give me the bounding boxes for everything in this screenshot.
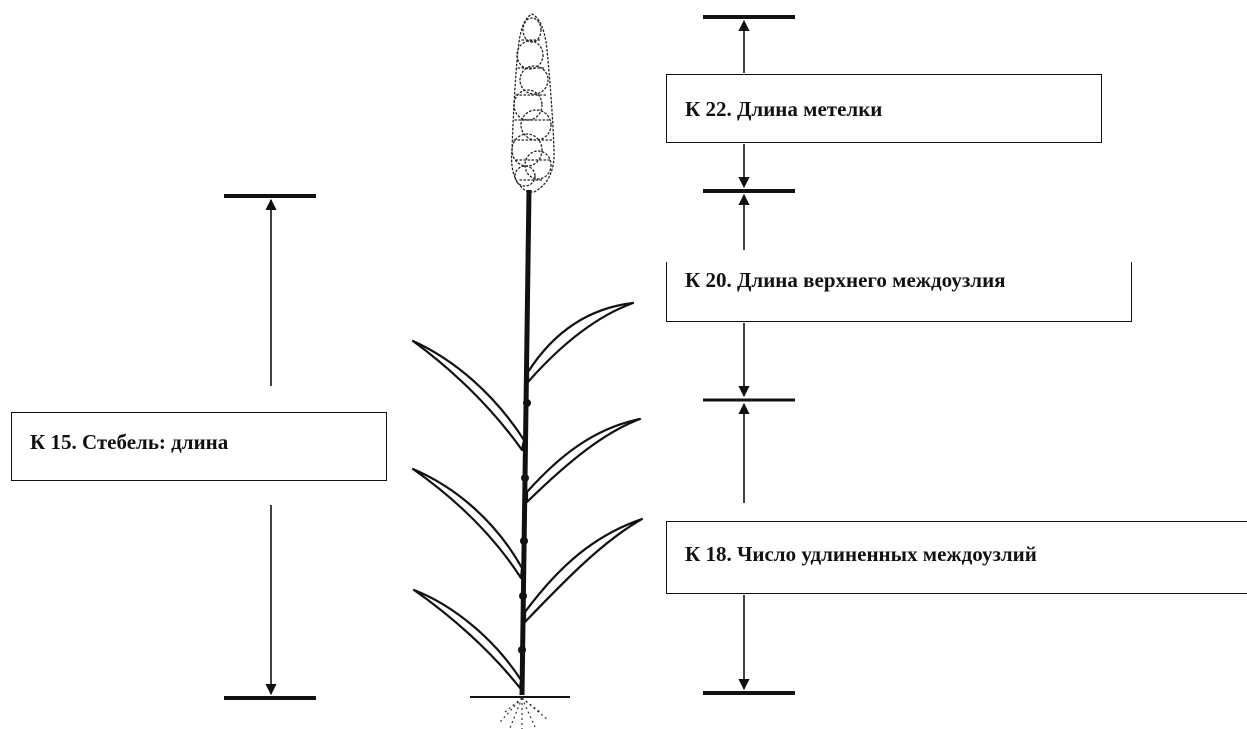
leaf-right-1	[528, 303, 633, 382]
panicle-length-label: К 22. Длина метелки	[685, 97, 882, 122]
leaf-left-1	[413, 341, 524, 450]
stem-length-label: К 15. Стебель: длина	[30, 430, 228, 455]
upper-internode-length-label: К 20. Длина верхнего междоузлия	[685, 268, 1006, 293]
leaf-right-3	[525, 519, 642, 622]
elongated-internodes-count-label-box: К 18. Число удлиненных междоузлий	[666, 521, 1247, 594]
panicle	[512, 14, 555, 192]
roots	[500, 698, 548, 729]
leaf-left-3	[414, 590, 521, 688]
elongated-internodes-count-label: К 18. Число удлиненных междоузлий	[685, 542, 1037, 567]
stem-length-label-box: К 15. Стебель: длина	[11, 412, 387, 481]
panicle-length-label-box: К 22. Длина метелки	[666, 74, 1102, 143]
plant-illustration	[413, 14, 642, 729]
upper-internode-length-label-box: К 20. Длина верхнего междоузлия	[666, 262, 1132, 322]
leaf-right-2	[527, 419, 640, 502]
leaf-left-2	[413, 469, 522, 578]
